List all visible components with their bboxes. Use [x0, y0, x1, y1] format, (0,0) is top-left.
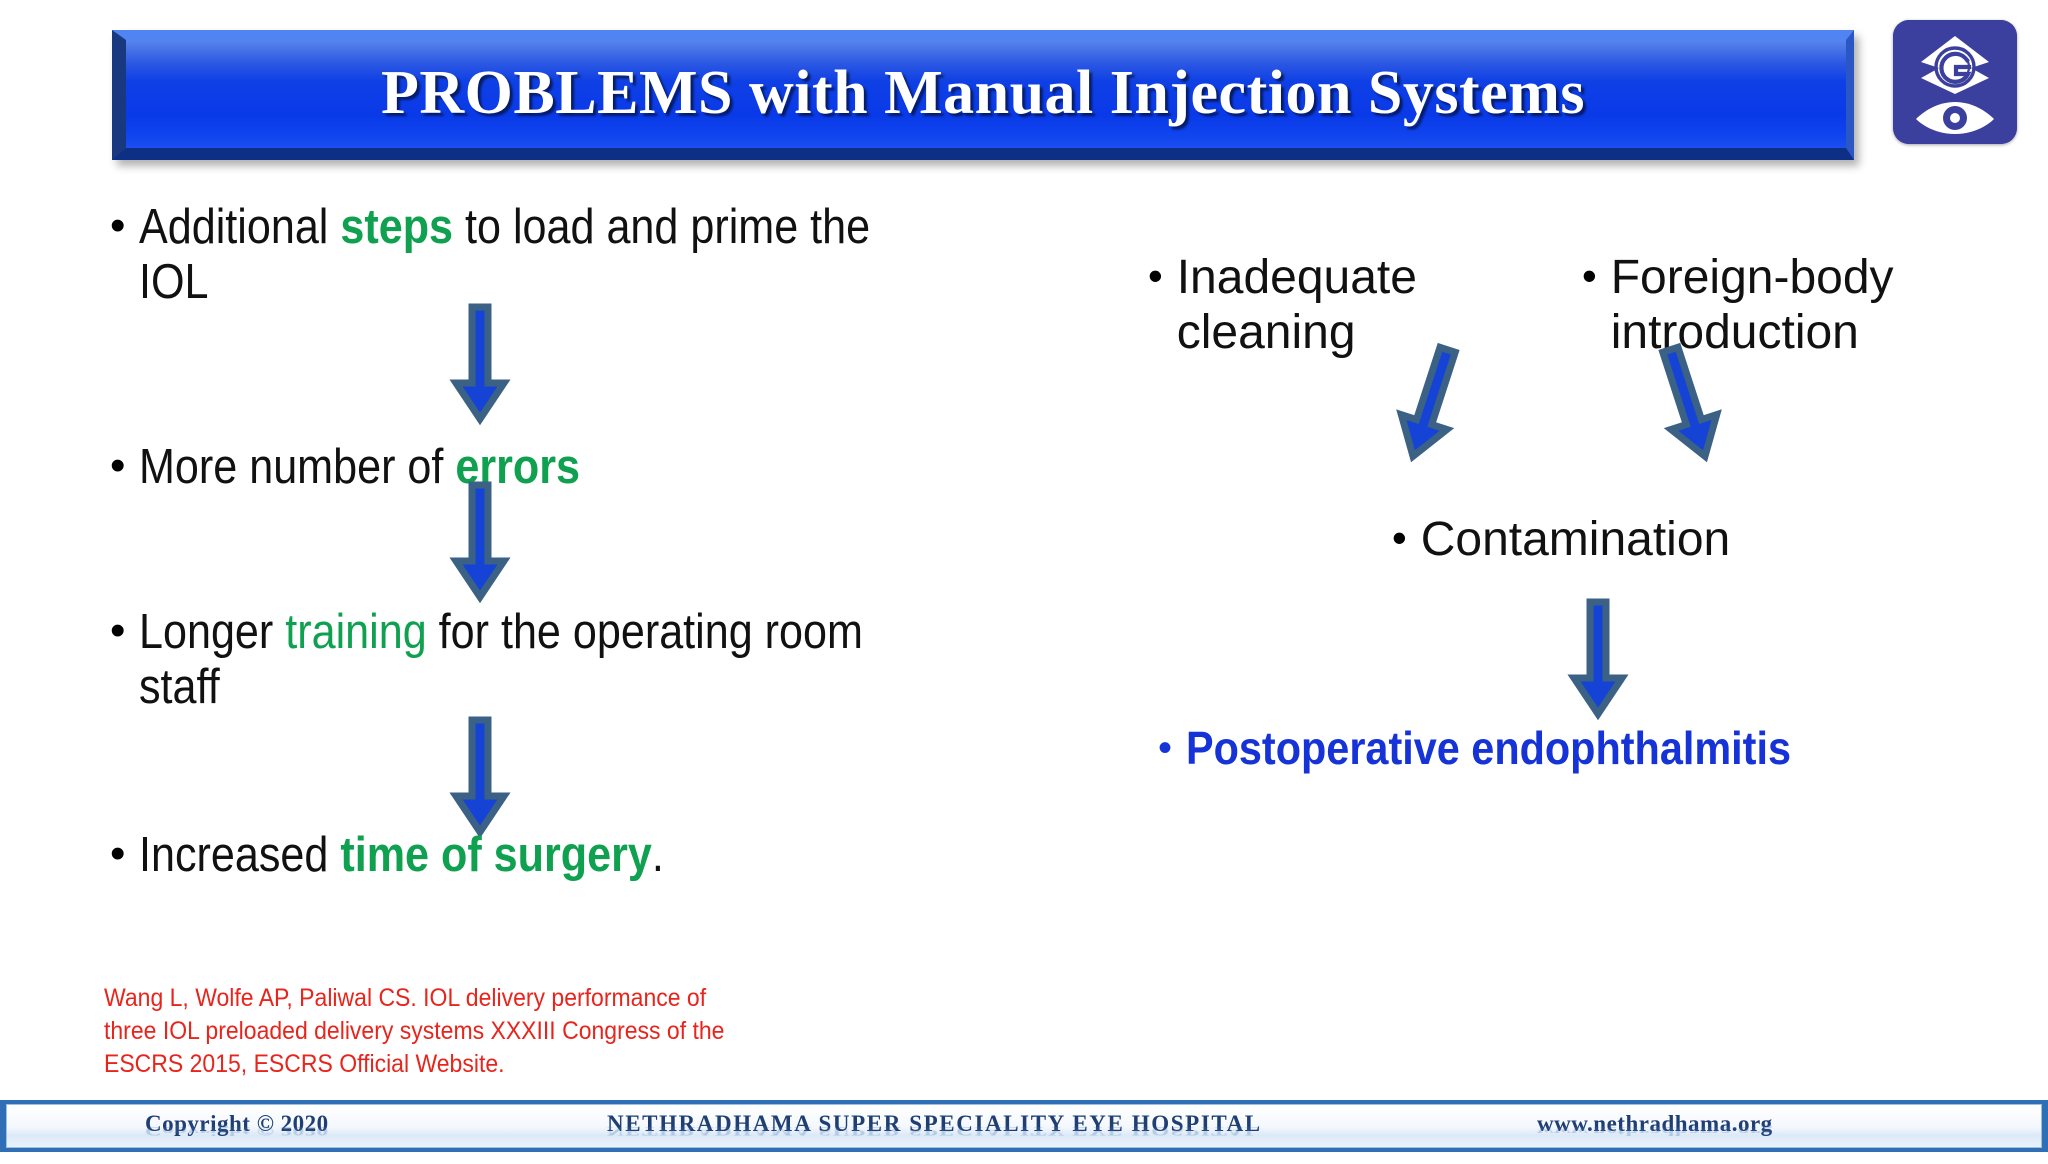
- bullet-text-inadequate-cleaning: Inadequate cleaning: [1176, 251, 1417, 360]
- arrow-down-icon: [449, 716, 511, 839]
- bullet-marker: •: [110, 441, 126, 490]
- bullet-marker: •: [1582, 252, 1597, 299]
- footer-copyright-text: Copyright © 2020: [145, 1111, 329, 1136]
- citation-line-1: Wang L, Wolfe AP, Paliwal CS. IOL delive…: [104, 984, 707, 1012]
- list-item: • Increased time of surgery.: [110, 828, 990, 883]
- arrow-down-icon: [449, 481, 511, 604]
- bullet-text-increased-time: Increased time of surgery.: [139, 828, 665, 882]
- footer-hospital-name: NETHRADHAMA SUPER SPECIALITY EYE HOSPITA…: [607, 1111, 1262, 1164]
- list-item: • Longer training for the operating room…: [110, 605, 990, 716]
- slide-footer: Copyright © 2020 Copyright © 2020 NETHRA…: [0, 1100, 2048, 1152]
- list-item: • Contamination: [1392, 512, 1912, 567]
- arrow-down-icon: [1567, 598, 1629, 721]
- footer-website-reflection: www.nethradhama.org: [1537, 1124, 1773, 1138]
- list-item: • Foreign-body introduction: [1582, 250, 1912, 360]
- bullet-text-postoperative-endophthalmitis: Postoperative endophthalmitis: [1186, 722, 1792, 774]
- title-bar-shape: [112, 30, 1854, 160]
- arrow-down-right-icon: [1385, 339, 1475, 469]
- slide-title-banner: PROBLEMS with Manual Injection Systems: [112, 30, 1854, 160]
- list-item: • Inadequate cleaning: [1148, 250, 1458, 360]
- footer-copyright: Copyright © 2020 Copyright © 2020: [145, 1111, 329, 1164]
- list-item: • Additional steps to load and prime the…: [110, 200, 990, 311]
- arrow-down-left-icon: [1643, 339, 1733, 469]
- footer-hospital-text: NETHRADHAMA SUPER SPECIALITY EYE HOSPITA…: [607, 1111, 1262, 1136]
- page-title: PROBLEMS with Manual Injection Systems: [381, 59, 1585, 128]
- bullet-marker: •: [110, 201, 126, 250]
- arrow-down-icon: [449, 303, 511, 426]
- footer-copyright-reflection: Copyright © 2020: [145, 1124, 329, 1138]
- footer-website[interactable]: www.nethradhama.org www.nethradhama.org: [1537, 1111, 1773, 1164]
- bullet-text-contamination: Contamination: [1420, 513, 1731, 566]
- list-item: • Postoperative endophthalmitis: [1158, 722, 1978, 775]
- bullet-marker: •: [110, 606, 126, 655]
- bullet-marker: •: [1392, 514, 1407, 561]
- bullet-text-longer-training: Longer training for the operating room s…: [139, 605, 864, 715]
- bullet-marker: •: [1158, 726, 1173, 770]
- bullet-marker: •: [1148, 252, 1163, 299]
- citation-line-2: three IOL preloaded delivery systems XXX…: [104, 1017, 725, 1045]
- citation-reference: Wang L, Wolfe AP, Paliwal CS. IOL delive…: [104, 982, 831, 1081]
- bullet-text-foreign-body: Foreign-body introduction: [1610, 251, 1894, 360]
- bullet-marker: •: [110, 829, 126, 878]
- hospital-logo: [1893, 20, 2017, 144]
- bullet-text-additional-steps: Additional steps to load and prime the I…: [139, 200, 871, 310]
- footer-website-text[interactable]: www.nethradhama.org: [1537, 1111, 1773, 1136]
- list-item: • More number of errors: [110, 440, 990, 495]
- bullet-text-more-errors: More number of errors: [139, 440, 581, 494]
- footer-bar: Copyright © 2020 Copyright © 2020 NETHRA…: [6, 1104, 2042, 1148]
- footer-hospital-reflection: NETHRADHAMA SUPER SPECIALITY EYE HOSPITA…: [607, 1124, 1262, 1138]
- citation-line-3: ESCRS 2015, ESCRS Official Website.: [104, 1050, 505, 1078]
